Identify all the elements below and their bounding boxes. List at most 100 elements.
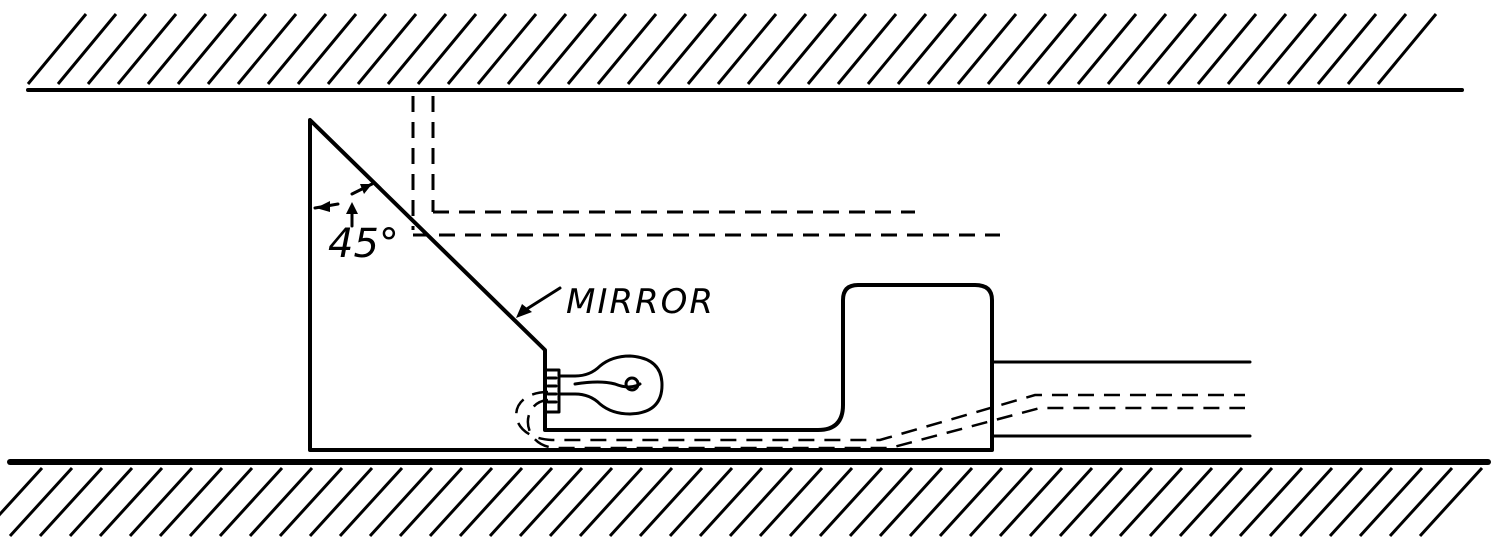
hatch-line — [878, 466, 944, 538]
hatch-line — [836, 13, 898, 85]
hatch-line — [248, 466, 314, 538]
hatch-line — [1286, 13, 1348, 85]
hatch-line — [1178, 466, 1244, 538]
hatch-line — [746, 13, 808, 85]
hatch-line — [218, 466, 284, 538]
hatch-line — [458, 466, 524, 538]
hatch-line — [1028, 466, 1094, 538]
hatch-line — [1256, 13, 1318, 85]
hatch-line — [1358, 466, 1424, 538]
hatch-line — [146, 13, 208, 85]
hatch-line — [116, 13, 178, 85]
hatch-line — [176, 13, 238, 85]
hatch-line — [188, 466, 254, 538]
hatch-line — [308, 466, 374, 538]
hatch-line — [128, 466, 194, 538]
hatch-line — [38, 466, 104, 538]
hatch-line — [788, 466, 854, 538]
hatch-line — [266, 13, 328, 85]
hatch-line — [1316, 13, 1378, 85]
hatch-line — [488, 466, 554, 538]
hatch-line — [1016, 13, 1078, 85]
hatch-line — [1118, 466, 1184, 538]
hatch-line — [866, 13, 928, 85]
light-beam-vertical — [411, 96, 435, 230]
hatch-line — [998, 466, 1064, 538]
hatch-line — [206, 13, 268, 85]
hatch-line — [758, 466, 824, 538]
hatch-line — [848, 466, 914, 538]
hatch-line — [1058, 466, 1124, 538]
hatch-line — [686, 13, 748, 85]
hatch-line — [1196, 13, 1258, 85]
hatch-line — [728, 466, 794, 538]
hatch-line — [776, 13, 838, 85]
hatch-line — [1298, 466, 1364, 538]
hatch-line — [1268, 466, 1334, 538]
hatch-line — [626, 13, 688, 85]
hatch-line — [326, 13, 388, 85]
hatch-line — [608, 466, 674, 538]
hatch-line — [956, 13, 1018, 85]
hatch-line — [1076, 13, 1138, 85]
hatch-line — [1166, 13, 1228, 85]
hatch-line — [1226, 13, 1288, 85]
hatch-line — [1106, 13, 1168, 85]
hatch-line — [638, 466, 704, 538]
lamp-wire — [515, 390, 1245, 450]
hatch-line — [566, 13, 628, 85]
hatch-line — [536, 13, 598, 85]
hatch-line — [98, 466, 164, 538]
hatch-line — [1148, 466, 1214, 538]
hatch-line — [26, 13, 88, 85]
hatch-line — [1346, 13, 1408, 85]
hatch-line — [8, 466, 74, 538]
hatch-line — [938, 466, 1004, 538]
top-hatched-surface — [26, 13, 1464, 92]
bottom-hatched-surface — [0, 459, 1491, 538]
hatch-line — [1388, 466, 1454, 538]
hatch-line — [698, 466, 764, 538]
hatch-line — [968, 466, 1034, 538]
hatch-line — [416, 13, 478, 85]
hatch-line — [986, 13, 1048, 85]
hatch-line — [236, 13, 298, 85]
hatch-line — [578, 466, 644, 538]
hatch-line — [398, 466, 464, 538]
hatch-line — [338, 466, 404, 538]
hatch-line — [1238, 466, 1304, 538]
angle-marker — [313, 182, 374, 228]
hatch-line — [428, 466, 494, 538]
hatch-line — [368, 466, 434, 538]
hatch-line — [1136, 13, 1198, 85]
mirror-housing — [308, 118, 994, 452]
mirror-label: MIRROR — [566, 282, 715, 322]
hatch-line — [596, 13, 658, 85]
hatch-line — [86, 13, 148, 85]
hatch-line — [518, 466, 584, 538]
hatch-line — [386, 13, 448, 85]
hatch-line — [476, 13, 538, 85]
hatch-line — [818, 466, 884, 538]
top-hatch-lines — [26, 13, 1438, 85]
hatch-line — [56, 13, 118, 85]
mirror-leader — [516, 286, 562, 318]
hatch-line — [1088, 466, 1154, 538]
hatch-line — [158, 466, 224, 538]
conduit — [990, 360, 1252, 438]
hatch-line — [656, 13, 718, 85]
hatch-line — [716, 13, 778, 85]
light-beam-horizontal — [413, 210, 1000, 237]
hatch-line — [1376, 13, 1438, 85]
hatch-line — [446, 13, 508, 85]
hatch-line — [896, 13, 958, 85]
hatch-line — [548, 466, 614, 538]
lamp-bulb — [543, 354, 664, 416]
hatch-line — [356, 13, 418, 85]
hatch-line — [278, 466, 344, 538]
hatch-line — [668, 466, 734, 538]
hatch-line — [1328, 466, 1394, 538]
angle-label: 45° — [328, 221, 399, 267]
hatch-line — [1046, 13, 1108, 85]
